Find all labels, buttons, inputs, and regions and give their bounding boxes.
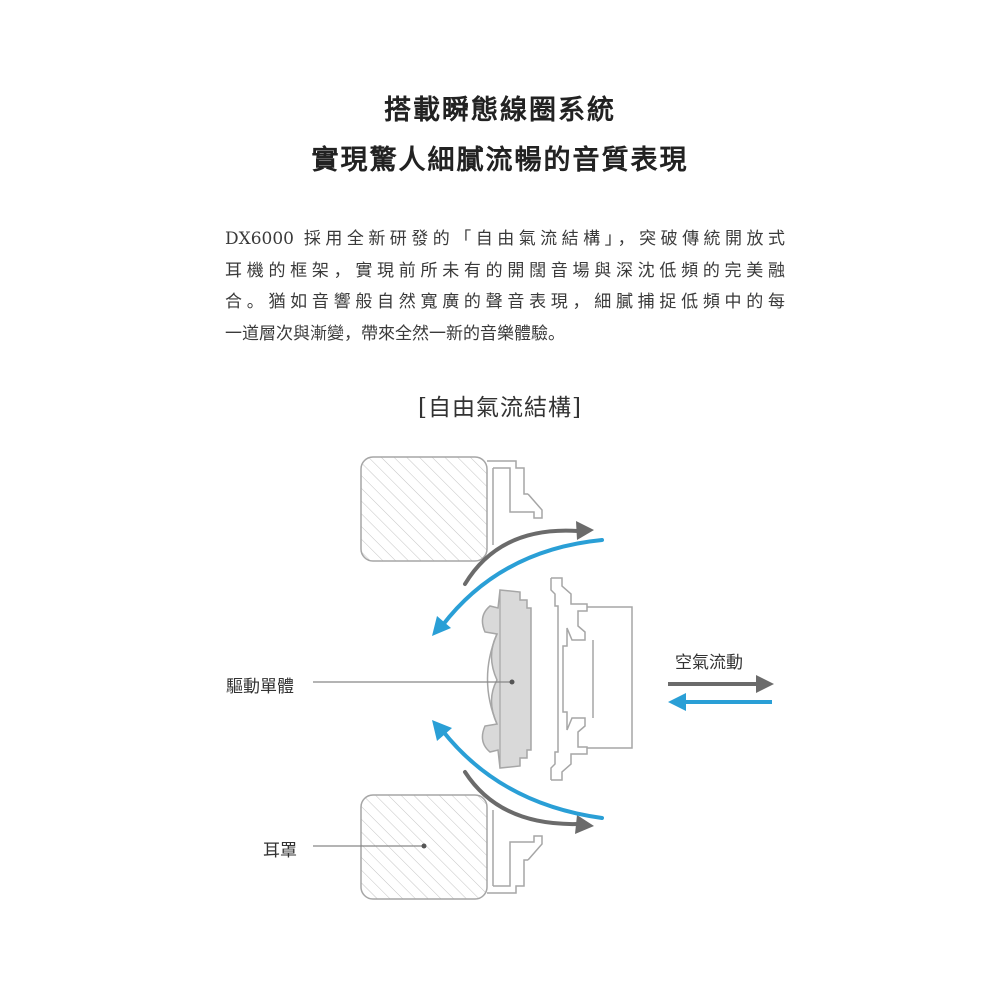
headline-line-2: 實現驚人細膩流暢的音質表現 (311, 145, 689, 176)
outgoing-airflow-arrows (463, 528, 580, 827)
driver-unit (481, 589, 532, 769)
incoming-airflow-arrows (440, 538, 604, 820)
description-line: 耳機的框架，實現前所未有的開闊音場與深沈低頻的完美融 (225, 260, 785, 281)
description-line: 合。猶如音響般自然寬廣的聲音表現，細膩捕捉低頻中的每 (225, 292, 785, 312)
ear-pad-label: 耳罩 (263, 841, 297, 861)
diagram-title: [自由氣流結構] (418, 395, 582, 421)
driver-unit-label: 驅動單體 (226, 677, 294, 697)
gray-arrowhead-icon (575, 521, 594, 834)
blue-arrowhead-icon (432, 616, 452, 741)
legend-gray-arrow (668, 675, 774, 693)
description-line: DX6000 採用全新研發的「自由氣流結構」，突破傳統開放式 (225, 229, 785, 249)
description-paragraph: DX6000 採用全新研發的「自由氣流結構」，突破傳統開放式 耳機的框架，實現前… (225, 224, 785, 350)
air-flow-label: 空氣流動 (675, 653, 743, 673)
driver-callout-line (313, 679, 515, 685)
top-frame-bracket (487, 460, 543, 545)
bottom-frame-bracket (487, 810, 543, 894)
top-ear-pad (360, 456, 488, 562)
description-line: 一道層次與漸變，帶來全然一新的音樂體驗。 (225, 323, 565, 344)
driver-housing (550, 577, 633, 781)
earpad-callout-line (313, 843, 427, 849)
legend-blue-arrow (668, 693, 772, 711)
headline-line-1: 搭載瞬態線圈系統 (384, 95, 616, 126)
